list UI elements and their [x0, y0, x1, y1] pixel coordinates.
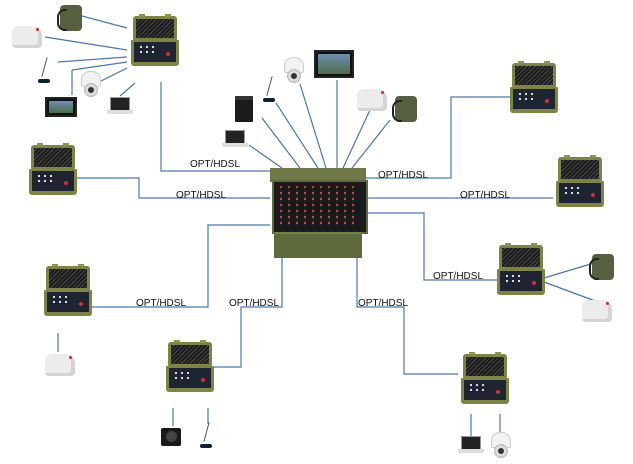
link-label-bottom-left: OPT/HDSL [229, 298, 280, 309]
hub-link-phone [342, 109, 371, 169]
phone-icon[interactable] [357, 89, 387, 111]
terminal-case-lower-left[interactable] [44, 264, 92, 318]
laptop-icon[interactable] [107, 97, 133, 115]
terminal-case-left[interactable] [29, 143, 77, 197]
link-line-left [72, 177, 270, 199]
link-label-top-left: OPT/HDSL [190, 159, 241, 170]
link-label-lower-left: OPT/HDSL [136, 298, 187, 309]
dome-camera-icon[interactable] [283, 57, 304, 83]
terminal-case-lower-right[interactable] [497, 243, 545, 297]
link-line-bottom-right [356, 257, 458, 375]
link-line-top-left [160, 82, 278, 172]
microphone-icon[interactable] [200, 422, 212, 448]
microphone-icon[interactable] [263, 76, 275, 102]
link-label-top-right: OPT/HDSL [378, 170, 429, 181]
rack-switch-icon[interactable] [270, 168, 368, 258]
link-line-lower-right [363, 212, 497, 281]
terminal-case-top-right[interactable] [510, 61, 558, 115]
hub-link-pc [261, 117, 301, 169]
laptop-icon[interactable] [222, 130, 248, 148]
link-line-top-right [363, 96, 513, 179]
laptop-icon[interactable] [458, 436, 484, 454]
field-telephone-icon[interactable] [392, 96, 417, 122]
hub-link-camera [299, 83, 327, 169]
field-telephone-icon[interactable] [57, 5, 82, 31]
link-label-bottom-right: OPT/HDSL [358, 298, 409, 309]
hub-link-mic [275, 102, 319, 169]
field-telephone-icon[interactable] [589, 254, 614, 280]
dome-camera-icon[interactable] [80, 71, 101, 97]
link-line-lower-left [92, 224, 270, 308]
terminal-case-right[interactable] [556, 155, 604, 209]
hub-link-laptop [248, 144, 283, 169]
link-label-left: OPT/HDSL [176, 190, 227, 201]
link-label-right: OPT/HDSL [460, 190, 511, 201]
link-label-lower-right: OPT/HDSL [433, 271, 484, 282]
phone-icon[interactable] [12, 26, 42, 48]
terminal-case-bottom-left[interactable] [166, 340, 214, 394]
phone-icon[interactable] [45, 354, 75, 376]
phone-icon[interactable] [582, 300, 612, 322]
computer-tower-icon[interactable] [235, 96, 253, 122]
link-line-bottom-left [210, 257, 283, 368]
dome-camera-icon[interactable] [490, 432, 511, 458]
microphone-icon[interactable] [38, 57, 50, 83]
terminal-case-top-left[interactable] [131, 14, 179, 68]
speaker-icon[interactable] [161, 428, 181, 446]
hub-link-handset [351, 119, 391, 169]
monitor-icon[interactable] [314, 50, 354, 78]
terminal-case-bottom-right[interactable] [461, 352, 509, 406]
monitor-icon[interactable] [45, 97, 77, 117]
